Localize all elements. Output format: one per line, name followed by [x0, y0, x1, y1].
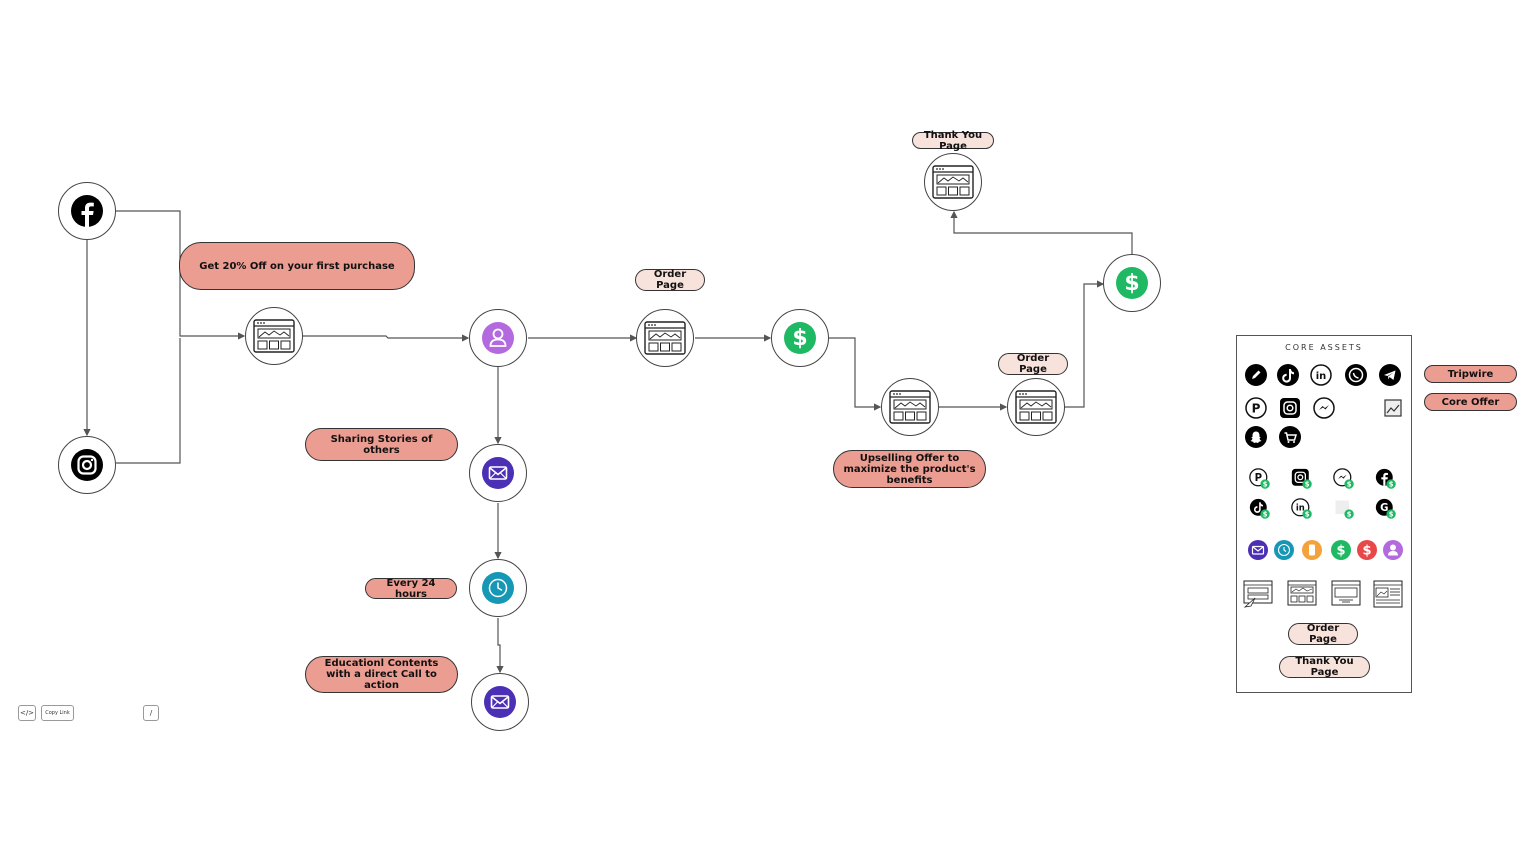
svg-text:in: in [1316, 371, 1327, 382]
tiktok-icon[interactable] [1277, 364, 1299, 386]
upselling-label: Upselling Offer to maximize the product'… [833, 450, 986, 488]
landing-page-icon [644, 321, 686, 355]
email-node-2[interactable] [471, 673, 529, 731]
landing-page-icon [932, 165, 974, 199]
webinar-page-icon[interactable] [1331, 580, 1361, 608]
timer-node[interactable] [469, 559, 527, 617]
placeholder-dollar-icon[interactable]: $ [1333, 498, 1355, 520]
svg-text:P: P [1255, 473, 1263, 484]
tiktok-dollar-icon[interactable]: $ [1249, 498, 1271, 520]
pinterest-dollar-icon[interactable]: P$ [1249, 468, 1271, 490]
dollar-icon[interactable]: $ [1330, 539, 1352, 561]
opt-in-page-icon[interactable] [1243, 580, 1273, 608]
sharing-stories-label: Sharing Stories of others [305, 428, 458, 461]
education-label: Educationl Contents with a direct Call t… [305, 656, 458, 693]
core-offer-label[interactable]: Core Offer [1424, 393, 1517, 411]
svg-text:$: $ [1336, 544, 1345, 559]
facebook-icon [71, 195, 103, 227]
svg-text:$: $ [1362, 544, 1371, 559]
core-assets-panel: CORE ASSETS in P P$ $ $ $ [1236, 335, 1412, 693]
thank-you-label: Thank You Page [912, 130, 994, 152]
user-icon [482, 322, 514, 354]
google-dollar-icon[interactable]: G$ [1375, 498, 1397, 520]
timer-icon[interactable] [1273, 539, 1295, 561]
dollar-red-icon[interactable]: $ [1356, 539, 1378, 561]
landing-page-icon [889, 390, 931, 424]
telegram-icon[interactable] [1379, 364, 1401, 386]
timer-icon [482, 572, 514, 604]
linkedin-dollar-icon[interactable]: in$ [1291, 498, 1313, 520]
messenger-icon[interactable] [1313, 397, 1335, 419]
instagram-icon[interactable] [1279, 397, 1301, 419]
email-icon [482, 457, 514, 489]
email-node[interactable] [469, 444, 527, 502]
order-page-node[interactable] [636, 309, 694, 367]
order-page-node-2[interactable] [1007, 378, 1065, 436]
core-assets-title: CORE ASSETS [1285, 343, 1363, 352]
order-page-label: Order Page [635, 269, 705, 291]
dollar-icon: $ [784, 322, 816, 354]
svg-text:G: G [1380, 503, 1388, 514]
every-24-hours-label: Every 24 hours [365, 578, 457, 600]
landing-page-icon [1015, 390, 1057, 424]
instagram-node[interactable] [58, 436, 116, 494]
landing-page-icon [253, 319, 295, 353]
instagram-icon [71, 449, 103, 481]
instagram-dollar-icon[interactable]: $ [1291, 468, 1313, 490]
svg-text:$: $ [1389, 511, 1394, 519]
image-edit-icon[interactable] [1382, 397, 1404, 419]
email-icon [484, 686, 516, 718]
slash-button[interactable]: / [143, 705, 159, 721]
whatsapp-icon[interactable] [1345, 364, 1367, 386]
svg-text:P: P [1252, 402, 1261, 416]
email-icon[interactable] [1247, 539, 1269, 561]
svg-text:in: in [1296, 503, 1305, 513]
facebook-node[interactable] [58, 182, 116, 240]
cart-icon[interactable] [1279, 426, 1301, 448]
embed-button[interactable]: </> [18, 705, 36, 721]
tripwire-sale-node[interactable]: $ [771, 309, 829, 367]
thank-you-page-node[interactable] [924, 153, 982, 211]
linkedin-icon[interactable]: in [1310, 364, 1332, 386]
svg-text:$: $ [1124, 271, 1139, 296]
offer-label: Get 20% Off on your first purchase [179, 242, 415, 290]
svg-text:$: $ [1263, 481, 1268, 489]
facebook-dollar-icon[interactable]: $ [1375, 468, 1397, 490]
svg-text:$: $ [1305, 511, 1310, 519]
upsell-page-node[interactable] [881, 378, 939, 436]
order-page-label-2: Order Page [998, 353, 1068, 375]
svg-text:$: $ [1347, 481, 1352, 489]
user-icon[interactable] [1382, 539, 1404, 561]
messenger-dollar-icon[interactable]: $ [1333, 468, 1355, 490]
svg-text:$: $ [1389, 481, 1394, 489]
panel-order-page-label[interactable]: Order Page [1288, 623, 1358, 645]
svg-text:$: $ [1305, 481, 1310, 489]
copy-link-button[interactable]: Copy Link [41, 705, 74, 721]
svg-text:$: $ [1263, 511, 1268, 519]
sales-page-icon[interactable] [1287, 580, 1317, 608]
svg-text:$: $ [1347, 511, 1352, 519]
user-node[interactable] [469, 309, 527, 367]
dollar-icon: $ [1116, 267, 1148, 299]
landing-page-node[interactable] [245, 307, 303, 365]
svg-text:$: $ [792, 326, 807, 351]
phone-icon[interactable] [1301, 539, 1323, 561]
article-page-icon[interactable] [1373, 580, 1403, 608]
pencil-icon[interactable] [1245, 364, 1267, 386]
snapchat-icon[interactable] [1245, 426, 1267, 448]
tripwire-label[interactable]: Tripwire [1424, 365, 1517, 383]
core-offer-sale-node[interactable]: $ [1103, 254, 1161, 312]
pinterest-icon[interactable]: P [1245, 397, 1267, 419]
panel-thank-you-label[interactable]: Thank You Page [1279, 656, 1370, 678]
